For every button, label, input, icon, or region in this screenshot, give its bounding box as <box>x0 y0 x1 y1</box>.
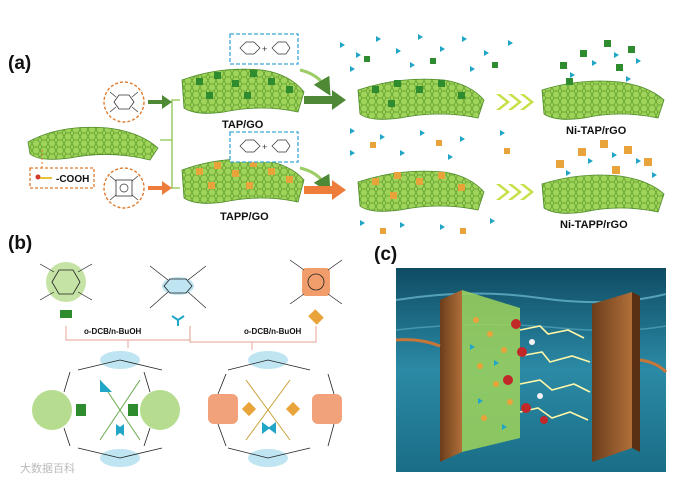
tapp-go-sheet: TAPP/GO <box>181 158 305 223</box>
wire-left <box>395 338 441 348</box>
branch-connector <box>160 99 180 189</box>
bracket-right <box>189 326 317 350</box>
panel-c-label: (c) <box>374 244 397 265</box>
curve-arrow-top <box>299 68 331 96</box>
tapp-structure <box>289 259 343 325</box>
current-bolts <box>519 325 591 421</box>
chevron-arrow-top <box>496 94 534 110</box>
solvent-label-left: o-DCB/n-BuOH <box>84 327 142 336</box>
ni-tap-rgo-sheet: Ni-TAP/rGO <box>541 40 665 137</box>
catalyst-particles <box>470 317 513 430</box>
tap-go-sheet: TAP/GO <box>181 68 305 131</box>
panel-b: (b) o-D <box>8 233 343 475</box>
catalyst-layer <box>462 290 520 452</box>
scattered-monomers <box>364 56 510 234</box>
watermark: 大数据百科 <box>20 461 75 475</box>
cooh-legend: -COOH <box>29 150 95 189</box>
left-electrode <box>440 290 462 462</box>
tap-arrow <box>148 95 172 109</box>
linker-box-top: + <box>229 33 299 65</box>
curve-arrow-bottom <box>299 166 331 194</box>
linker-box-bottom: + <box>229 131 299 163</box>
svg-text:+: + <box>262 142 267 152</box>
middle-sheet-bottom <box>357 170 485 212</box>
right-electrode <box>592 292 632 462</box>
linker-structure <box>149 265 207 326</box>
electrolysis-illustration <box>395 268 668 472</box>
tap-go-label: TAP/GO <box>222 119 264 131</box>
panel-b-label: (b) <box>8 233 32 254</box>
scattered-linkers <box>340 34 513 230</box>
cooh-label: -COOH <box>56 174 89 185</box>
go-sheet-initial <box>27 126 159 161</box>
tapp-go-label: TAPP/GO <box>220 211 269 223</box>
process-arrow-bottom <box>304 180 346 200</box>
chevron-arrow-bottom <box>496 184 534 200</box>
gas-bubbles <box>503 319 548 424</box>
panel-a: (a) -COOH <box>8 33 665 234</box>
ni-tap-rgo-label: Ni-TAP/rGO <box>566 125 627 137</box>
ni-tapp-rgo-label: Ni-TAPP/rGO <box>560 219 628 231</box>
tapp-arrow <box>148 181 172 195</box>
tap-monomer-circle <box>103 81 145 123</box>
wire-right <box>639 358 668 374</box>
process-arrow-top <box>304 90 346 110</box>
solvent-label-right: o-DCB/n-BuOH <box>244 327 302 336</box>
svg-text:+: + <box>262 44 267 54</box>
tapp-monomer-circle <box>103 167 145 209</box>
tap-cof-network <box>32 351 180 467</box>
panel-a-label: (a) <box>8 53 31 74</box>
middle-sheet-top <box>357 78 485 120</box>
tapp-cof-network <box>208 351 342 467</box>
panel-c: (c) <box>374 244 668 472</box>
ni-tapp-rgo-sheet: Ni-TAPP/rGO <box>541 140 665 231</box>
tap-structure <box>39 262 93 318</box>
